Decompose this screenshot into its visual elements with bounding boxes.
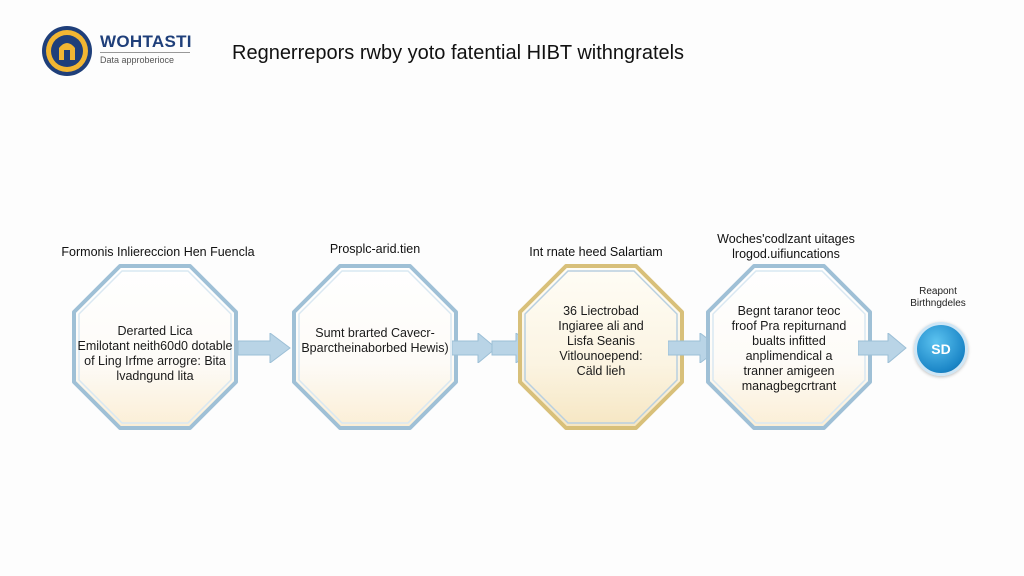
stage-4-line: froof Pra repiturnand xyxy=(731,319,847,333)
end-node-badge: SD xyxy=(914,322,968,376)
stage-1-line: Derarted Lica xyxy=(117,324,193,338)
stage-2-octagon: Sumt brarted Cavecr- Bparctheinaborbed H… xyxy=(290,262,460,432)
stage-4-octagon: Begnt taranor teoc froof Pra repiturnand… xyxy=(704,262,874,432)
stage-3-octagon: 36 Liectrobad Ingiaree ali and Lisfa Sea… xyxy=(516,262,686,432)
stage-4-line: tranner amigeen xyxy=(743,364,835,378)
stage-1-octagon: Derarted Lica Emilotant neith60d0 dotabl… xyxy=(70,262,240,432)
stage-1-line: of Ling Irfme arrogre: Bita xyxy=(84,354,226,368)
stage-3-line: 36 Liectrobad xyxy=(563,304,639,318)
stage-3-line: Vitlounoepend: xyxy=(559,349,643,363)
flow-arrow-4 xyxy=(858,333,907,363)
flow-arrow-1 xyxy=(238,333,291,363)
brand-divider xyxy=(100,52,190,53)
page-title: Regnerrepors rwby yoto fatential HIBT wi… xyxy=(232,42,685,64)
stage-3-line: Ingiaree ali and xyxy=(558,319,644,333)
stage-1-line: Emilotant neith60d0 dotable xyxy=(77,339,233,353)
stage-4-line: anplimendical a xyxy=(745,349,833,363)
stage-3-label: Int rnate heed Salartiam xyxy=(529,245,663,259)
stage-1-line: lvadngund lita xyxy=(116,369,194,383)
brand-tagline: Data approberioce xyxy=(100,55,175,65)
end-node-label: Reapont Birthngdeles xyxy=(910,286,966,309)
stage-3-line: Lisfa Seanis xyxy=(566,334,636,348)
stage-4-line: Begnt taranor teoc xyxy=(737,304,841,318)
stage-2-line: Bparctheinaborbed Hewis) xyxy=(301,341,449,355)
stage-2-line: Sumt brarted Cavecr- xyxy=(315,326,435,340)
stage-4-line: bualts infitted xyxy=(752,334,826,348)
stage-4-line: managbegcrtrant xyxy=(741,379,837,393)
stage-2-label: Prosplc-arid.tien xyxy=(329,242,421,256)
stage-4-label: Woches'codlzant uitages lrogod.uifiuncat… xyxy=(717,232,855,261)
stage-3-line: Cäld lieh xyxy=(576,364,626,378)
brand-logo-icon xyxy=(42,26,92,76)
brand-name: WOHTASTI xyxy=(100,32,192,51)
stage-1-label: Formonis Inliereccion Hen Fuencla xyxy=(61,245,255,259)
